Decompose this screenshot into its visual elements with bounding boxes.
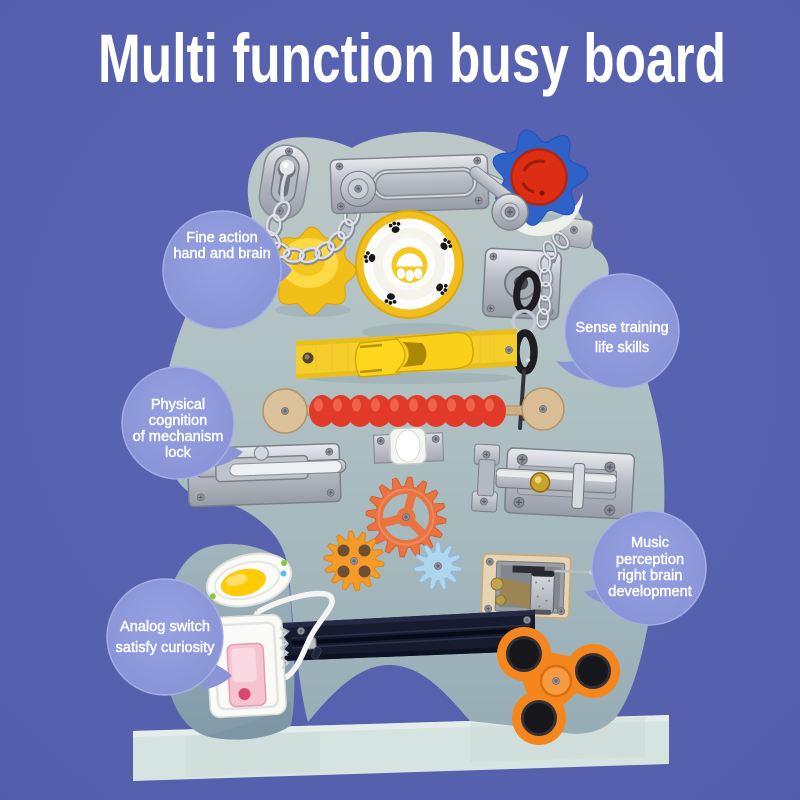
svg-text:hand and brain: hand and brain xyxy=(173,246,270,262)
svg-text:cognition: cognition xyxy=(149,413,207,429)
svg-text:Fine action: Fine action xyxy=(186,230,257,246)
svg-text:right brain: right brain xyxy=(618,568,683,584)
svg-text:Multi function busy board: Multi function busy board xyxy=(98,20,726,97)
svg-text:perception: perception xyxy=(616,552,684,568)
svg-text:lock: lock xyxy=(165,445,192,461)
svg-text:Analog switch: Analog switch xyxy=(120,619,210,635)
svg-text:Sense training: Sense training xyxy=(575,320,668,336)
svg-text:life skills: life skills xyxy=(595,340,649,356)
svg-text:of mechanism: of mechanism xyxy=(133,429,224,445)
svg-text:development: development xyxy=(608,584,692,600)
svg-text:Music: Music xyxy=(631,535,669,551)
svg-text:satisfy curiosity: satisfy curiosity xyxy=(116,640,216,656)
svg-text:Physical: Physical xyxy=(151,397,205,413)
